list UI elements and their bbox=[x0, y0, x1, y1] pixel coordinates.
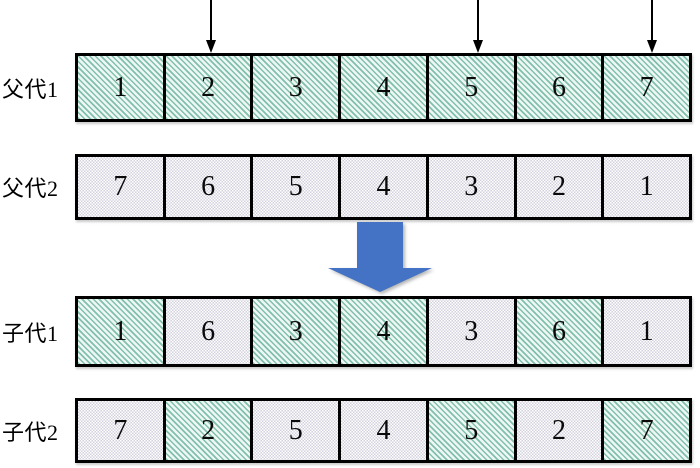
arrow-shaft bbox=[651, 0, 653, 40]
arrow-head bbox=[647, 40, 657, 53]
gene-cell: 6 bbox=[513, 56, 602, 119]
gene-cell: 7 bbox=[601, 401, 690, 460]
gene-cell: 3 bbox=[425, 157, 514, 217]
gene-cell: 2 bbox=[162, 401, 251, 460]
gene-cell: 3 bbox=[250, 299, 339, 364]
gene-cell: 6 bbox=[162, 157, 251, 217]
crossover-point-arrow-icon bbox=[645, 0, 659, 53]
gene-cell: 5 bbox=[250, 157, 339, 217]
crossover-point-arrow-icon bbox=[204, 0, 218, 53]
arrow-shaft bbox=[210, 0, 212, 40]
gene-cell: 1 bbox=[601, 157, 690, 217]
parent2-label: 父代2 bbox=[2, 176, 59, 201]
gene-cell: 5 bbox=[250, 401, 339, 460]
crossover-point-arrow-icon bbox=[471, 0, 485, 53]
gene-cell: 6 bbox=[162, 299, 251, 364]
gene-cell: 7 bbox=[78, 401, 163, 460]
gene-cell: 1 bbox=[601, 299, 690, 364]
arrow-head bbox=[473, 40, 483, 53]
child1-label: 子代1 bbox=[2, 320, 59, 346]
arrow-head bbox=[206, 40, 216, 53]
gene-cell: 1 bbox=[78, 56, 163, 119]
gene-cell: 7 bbox=[601, 56, 690, 119]
parent1-row: 父代1 1 2 3 4 5 6 7 bbox=[0, 53, 700, 122]
gene-cell: 2 bbox=[513, 401, 602, 460]
crossover-transform-arrow-icon bbox=[328, 222, 432, 292]
gene-cell: 4 bbox=[338, 56, 426, 119]
parent1-label: 父代1 bbox=[2, 76, 59, 102]
parent2-chromosome: 7 6 5 4 3 2 1 bbox=[75, 154, 692, 220]
gene-cell: 5 bbox=[425, 56, 514, 119]
gene-cell: 4 bbox=[338, 401, 426, 460]
gene-cell: 7 bbox=[78, 157, 163, 217]
parent2-row: 父代2 7 6 5 4 3 2 1 bbox=[0, 154, 700, 220]
child1-chromosome: 1 6 3 4 3 6 1 bbox=[75, 296, 692, 367]
gene-cell: 5 bbox=[425, 401, 514, 460]
child2-label: 子代2 bbox=[2, 419, 59, 445]
gene-cell: 2 bbox=[513, 157, 602, 217]
child1-row: 子代1 1 6 3 4 3 6 1 bbox=[0, 296, 700, 367]
child2-row: 子代2 7 2 5 4 5 2 7 bbox=[0, 398, 700, 463]
arrow-shaft bbox=[477, 0, 479, 40]
gene-cell: 1 bbox=[78, 299, 163, 364]
gene-cell: 3 bbox=[250, 56, 339, 119]
gene-cell: 4 bbox=[338, 157, 426, 217]
gene-cell: 2 bbox=[162, 56, 251, 119]
gene-cell: 3 bbox=[425, 299, 514, 364]
parent1-chromosome: 1 2 3 4 5 6 7 bbox=[75, 53, 692, 122]
gene-cell: 4 bbox=[338, 299, 426, 364]
child2-chromosome: 7 2 5 4 5 2 7 bbox=[75, 398, 692, 463]
gene-cell: 6 bbox=[513, 299, 602, 364]
